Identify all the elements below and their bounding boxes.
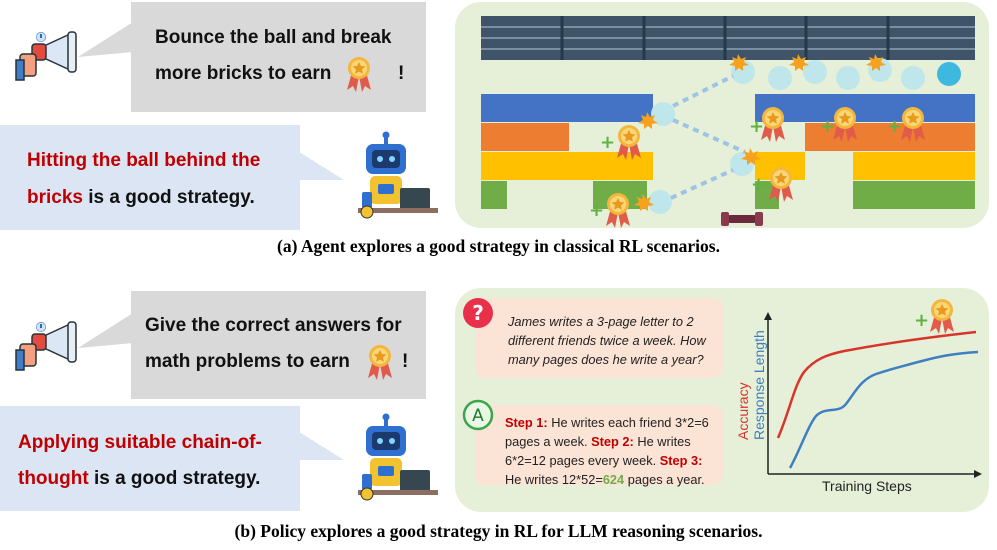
medal-icon [368,345,392,380]
svg-text:+: + [914,310,929,331]
accuracy-curve [776,330,977,439]
training-curves-chart: Accuracy Response Length Training Steps … [735,299,982,494]
reply-line2: bricks is a good strategy. [27,187,255,208]
paddle-icon [721,212,763,226]
instruction-bubble [131,2,426,112]
instruction-line2: more bricks to earn [155,63,332,84]
answer-icon: A [462,399,494,431]
answer-text: Step 1: He writes each friend 3*2=6 page… [505,415,709,487]
question-text: James writes a 3-page letter to 2 differ… [508,314,706,367]
megaphone-hand-icon [15,31,77,81]
bubble-tail [296,430,344,460]
instruction-bubble [131,291,426,399]
question-box [475,298,723,378]
svg-text:+: + [751,174,766,195]
length-axis-label: Response Length [751,330,767,440]
response-length-curve [788,350,979,469]
bubble-tail [296,150,344,180]
x-axis-label: Training Steps [822,478,912,494]
svg-text:+: + [600,132,615,153]
svg-text:+: + [589,200,604,221]
question-icon: ? [463,298,493,328]
instruction-line2: math problems to earn [145,351,350,372]
caption-b: (b) Policy explores a good strategy in R… [234,521,763,541]
answer-box [475,405,723,485]
reply-line1: Hitting the ball behind the [27,150,261,171]
svg-text:?: ? [472,301,484,325]
instruction-exclamation: ! [402,351,409,372]
instruction-line1: Bounce the ball and break [155,27,392,48]
svg-text:+: + [749,116,764,137]
robot-laptop-icon [357,413,439,501]
brick-wall-icon [481,16,975,60]
svg-text:+: + [887,116,902,137]
robot-laptop-icon [357,131,439,219]
reply-line1: Applying suitable chain-of- [18,432,262,453]
bubble-tail [78,22,133,57]
policy-reply-bubble [0,406,300,511]
bubble-tail [78,313,133,348]
agent-reply-bubble [0,125,300,230]
instruction-exclamation: ! [398,63,405,84]
instruction-line1: Give the correct answers for [145,315,402,336]
caption-a: (a) Agent explores a good strategy in cl… [277,236,720,256]
reply-line2: thought is a good strategy. [18,468,261,489]
megaphone-hand-icon [15,321,77,371]
brick-game-scene: + + + + + + [481,16,975,228]
answer-value: 624 [602,472,625,487]
svg-text:A: A [472,406,484,426]
medal-icon [347,57,371,92]
medal-icon [930,299,954,334]
accuracy-axis-label: Accuracy [735,382,751,440]
svg-text:+: + [820,116,835,137]
